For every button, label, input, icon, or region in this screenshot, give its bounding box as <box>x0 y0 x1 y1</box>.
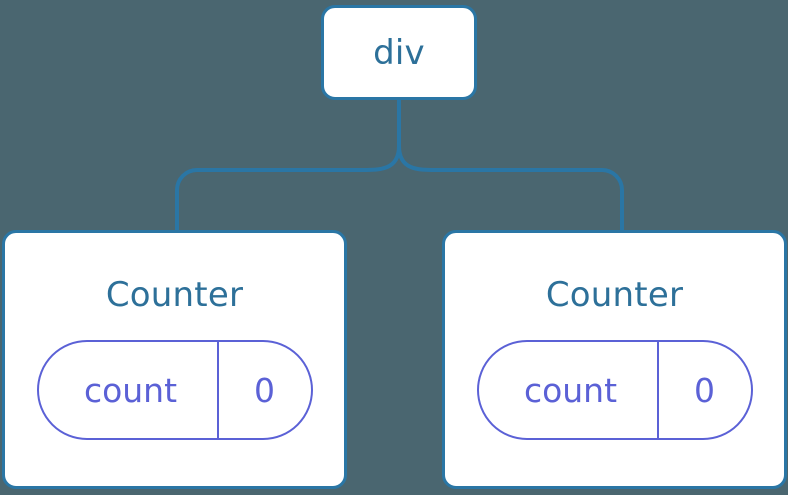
tree-node-counter-right-label: Counter <box>545 275 684 315</box>
state-key-left: count <box>83 370 178 410</box>
tree-node-root-label: div <box>373 32 425 73</box>
state-pill-left: count 0 <box>36 340 313 440</box>
state-value-right: 0 <box>656 342 751 438</box>
connector-branch-left <box>175 145 401 232</box>
tree-node-root[interactable]: div <box>321 5 477 100</box>
tree-node-counter-left-label: Counter <box>105 275 244 315</box>
state-value-left: 0 <box>216 342 311 438</box>
connector-branch-right <box>397 145 624 232</box>
tree-node-counter-right[interactable]: Counter count 0 <box>442 230 787 489</box>
tree-node-counter-left[interactable]: Counter count 0 <box>2 230 347 489</box>
state-pill-right: count 0 <box>476 340 753 440</box>
state-key-right: count <box>523 370 618 410</box>
